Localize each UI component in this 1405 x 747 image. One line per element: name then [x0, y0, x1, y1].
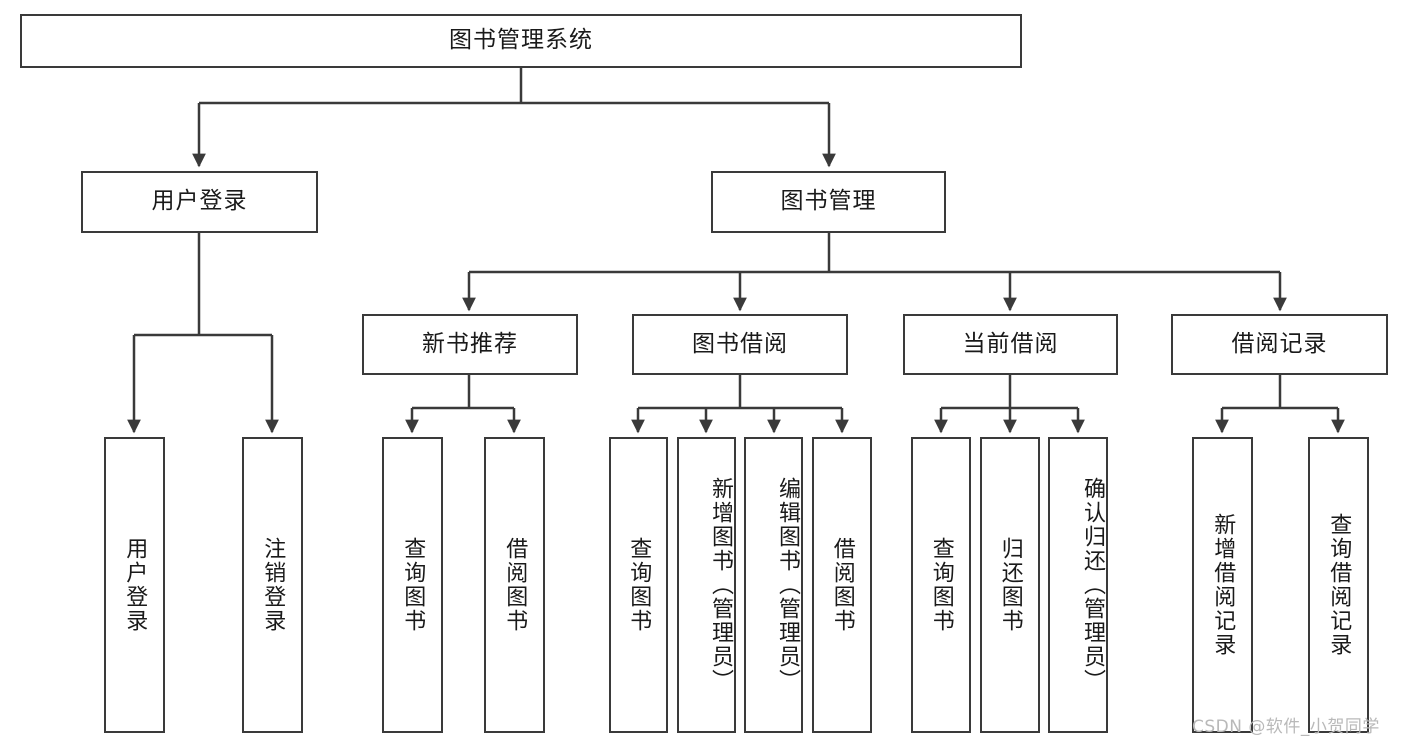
- node-leaf-query-book-1[interactable]: 查询图书: [382, 437, 443, 733]
- csdn-watermark: CSDN @软件_小贺同学: [1192, 717, 1380, 737]
- node-book-manage[interactable]: 图书管理: [711, 171, 946, 233]
- node-user-login[interactable]: 用户登录: [81, 171, 318, 233]
- node-leaf-edit-book[interactable]: 编辑图书（管理员）: [744, 437, 803, 733]
- node-leaf-query-book-2[interactable]: 查询图书: [609, 437, 668, 733]
- node-leaf-return-book[interactable]: 归还图书: [980, 437, 1040, 733]
- node-current-borrow[interactable]: 当前借阅: [903, 314, 1118, 375]
- node-leaf-logout-login[interactable]: 注销登录: [242, 437, 303, 733]
- node-book-borrow[interactable]: 图书借阅: [632, 314, 848, 375]
- node-root[interactable]: 图书管理系统: [20, 14, 1022, 68]
- node-leaf-add-book[interactable]: 新增图书（管理员）: [677, 437, 736, 733]
- node-new-book-recommend[interactable]: 新书推荐: [362, 314, 578, 375]
- node-borrow-record[interactable]: 借阅记录: [1171, 314, 1388, 375]
- node-leaf-confirm-return[interactable]: 确认归还（管理员）: [1048, 437, 1108, 733]
- node-leaf-query-record[interactable]: 查询借阅记录: [1308, 437, 1369, 733]
- node-leaf-query-book-3[interactable]: 查询图书: [911, 437, 971, 733]
- node-leaf-borrow-book-1[interactable]: 借阅图书: [484, 437, 545, 733]
- node-leaf-add-record[interactable]: 新增借阅记录: [1192, 437, 1253, 733]
- node-leaf-user-login[interactable]: 用户登录: [104, 437, 165, 733]
- node-leaf-borrow-book-2[interactable]: 借阅图书: [812, 437, 872, 733]
